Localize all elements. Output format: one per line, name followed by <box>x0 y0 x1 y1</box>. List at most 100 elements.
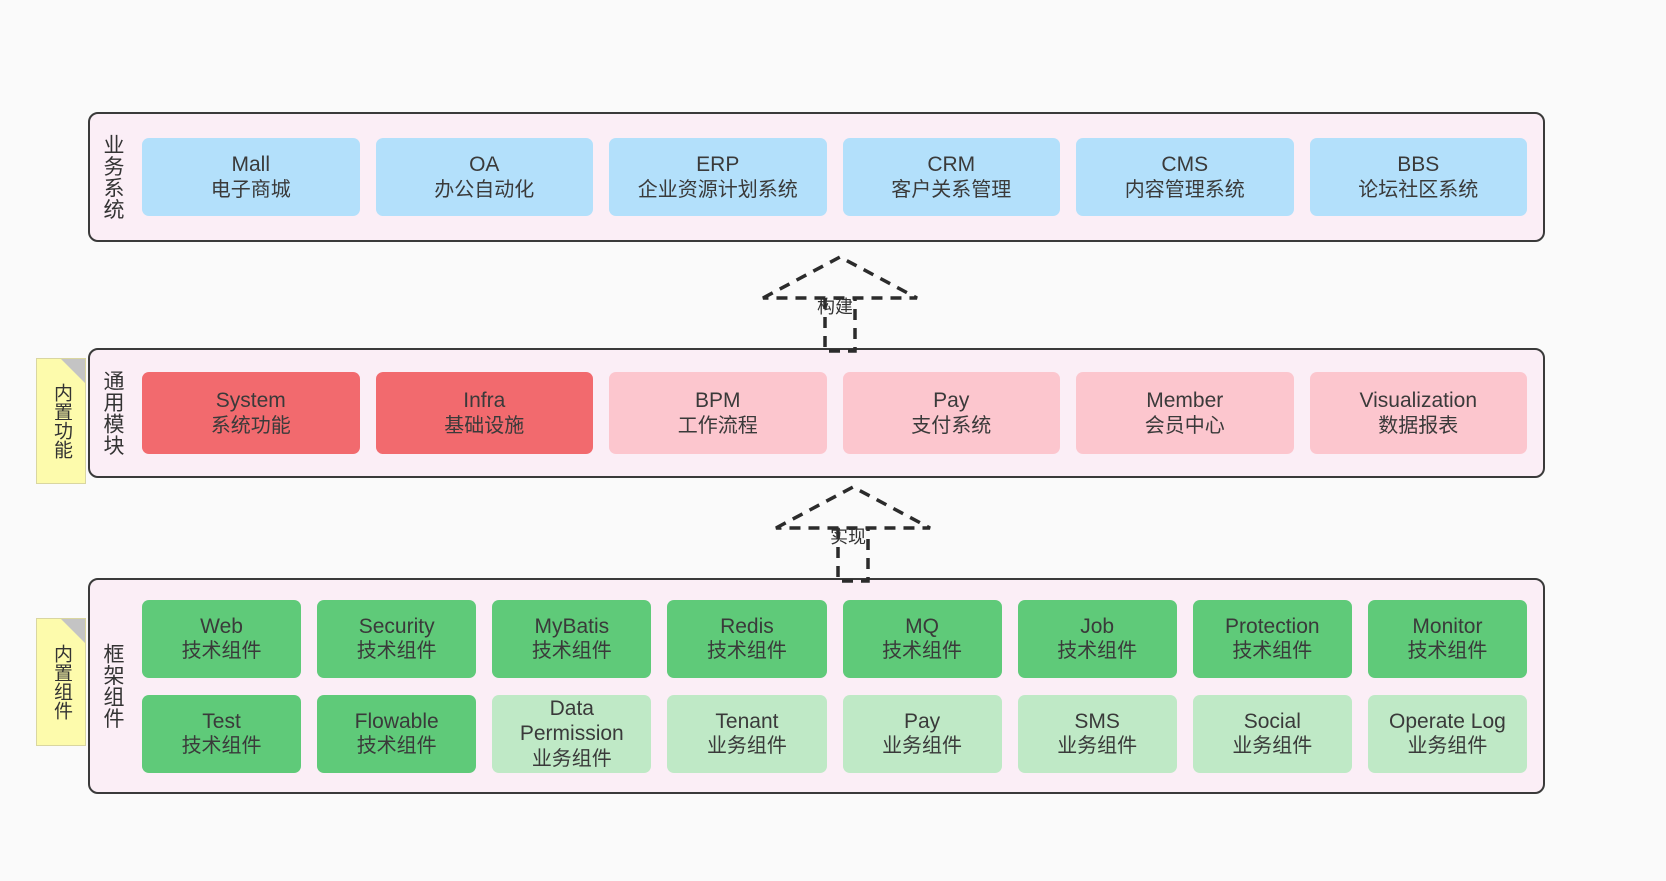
layer-modules-body: System 系统功能 Infra 基础设施 BPM 工作流程 Pay 支付系统… <box>134 350 1543 476</box>
card-title: Visualization <box>1359 389 1478 412</box>
card-data-permission[interactable]: Data Permission 业务组件 <box>492 694 652 773</box>
card-subtitle: 技术组件 <box>882 640 963 663</box>
card-visualization[interactable]: Visualization 数据报表 <box>1309 372 1527 454</box>
card-bpm[interactable]: BPM 工作流程 <box>609 372 827 454</box>
card-tenant[interactable]: Tenant 业务组件 <box>667 694 827 773</box>
card-subtitle: 数据报表 <box>1378 414 1459 437</box>
arrow-build-label: 构建 <box>817 297 853 317</box>
card-pay-component[interactable]: Pay 业务组件 <box>842 694 1002 773</box>
card-subtitle: 支付系统 <box>911 414 992 437</box>
card-social[interactable]: Social 业务组件 <box>1192 694 1352 773</box>
card-subtitle: 基础设施 <box>444 414 525 437</box>
card-title: Pay <box>933 389 970 412</box>
layer-framework-title: 框架组件 <box>100 643 124 729</box>
card-erp[interactable]: ERP 企业资源计划系统 <box>609 138 827 216</box>
card-title: Security <box>358 614 435 638</box>
card-title: Redis <box>720 614 774 638</box>
card-title: SMS <box>1074 709 1120 733</box>
card-title: Flowable <box>354 709 439 733</box>
card-protection[interactable]: Protection 技术组件 <box>1192 599 1352 678</box>
card-subtitle: 客户关系管理 <box>891 178 1012 201</box>
card-subtitle: 业务组件 <box>1232 735 1313 758</box>
card-subtitle: 业务组件 <box>706 735 787 758</box>
card-sms[interactable]: SMS 业务组件 <box>1017 694 1177 773</box>
sticky-note-builtin-components: 内置组件 <box>36 618 86 746</box>
card-title: Mall <box>231 153 270 176</box>
card-subtitle: 技术组件 <box>181 640 262 663</box>
card-test[interactable]: Test 技术组件 <box>142 694 302 773</box>
card-subtitle: 技术组件 <box>706 640 787 663</box>
card-mybatis[interactable]: MyBatis 技术组件 <box>492 599 652 678</box>
card-subtitle: 技术组件 <box>1407 640 1488 663</box>
business-card-row: Mall 电子商城 OA 办公自动化 ERP 企业资源计划系统 CRM 客户关系… <box>142 138 1527 216</box>
card-member[interactable]: Member 会员中心 <box>1076 372 1294 454</box>
card-subtitle: 论坛社区系统 <box>1358 178 1479 201</box>
card-mall[interactable]: Mall 电子商城 <box>142 138 360 216</box>
card-title: Data Permission <box>519 696 624 746</box>
card-mq[interactable]: MQ 技术组件 <box>842 599 1002 678</box>
card-title: BPM <box>694 389 741 412</box>
card-bbs[interactable]: BBS 论坛社区系统 <box>1309 138 1527 216</box>
card-crm[interactable]: CRM 客户关系管理 <box>842 138 1060 216</box>
card-title: MyBatis <box>534 614 610 638</box>
card-title: Monitor <box>1412 614 1483 638</box>
framework-business-row: Test 技术组件 Flowable 技术组件 Data Permission … <box>142 694 1527 773</box>
card-title: Operate Log <box>1389 709 1506 733</box>
card-subtitle: 技术组件 <box>181 735 262 758</box>
layer-business-body: Mall 电子商城 OA 办公自动化 ERP 企业资源计划系统 CRM 客户关系… <box>134 114 1543 240</box>
card-subtitle: 业务组件 <box>1057 735 1138 758</box>
card-web[interactable]: Web 技术组件 <box>142 599 302 678</box>
card-redis[interactable]: Redis 技术组件 <box>667 599 827 678</box>
card-title: Social <box>1243 709 1301 733</box>
card-subtitle: 办公自动化 <box>434 178 535 201</box>
layer-business-system: 业务系统 Mall 电子商城 OA 办公自动化 ERP 企业资源计划系统 CRM… <box>88 112 1545 242</box>
framework-tech-row: Web 技术组件 Security 技术组件 MyBatis 技术组件 Redi… <box>142 599 1527 678</box>
card-subtitle: 业务组件 <box>882 735 963 758</box>
card-title: Protection <box>1225 614 1320 638</box>
card-subtitle: 电子商城 <box>210 178 291 201</box>
card-system[interactable]: System 系统功能 <box>142 372 360 454</box>
card-subtitle: 工作流程 <box>677 414 758 437</box>
sticky-fold-corner-icon <box>61 359 85 383</box>
card-title: ERP <box>696 153 740 176</box>
card-job[interactable]: Job 技术组件 <box>1017 599 1177 678</box>
card-title: System <box>215 389 286 412</box>
card-oa[interactable]: OA 办公自动化 <box>375 138 593 216</box>
layer-common-modules: 通用模块 System 系统功能 Infra 基础设施 BPM 工作流程 Pay… <box>88 348 1545 478</box>
arrow-realize-label: 实现 <box>830 527 866 547</box>
card-subtitle: 技术组件 <box>356 735 437 758</box>
card-title: Job <box>1080 614 1115 638</box>
card-title: Web <box>200 614 243 638</box>
card-subtitle: 会员中心 <box>1144 414 1225 437</box>
layer-business-title: 业务系统 <box>100 134 124 220</box>
card-security[interactable]: Security 技术组件 <box>317 599 477 678</box>
arrow-build: 构建 <box>755 253 925 353</box>
sticky-note-builtin-features: 内置功能 <box>36 358 86 484</box>
card-title: CRM <box>927 153 976 176</box>
card-subtitle: 技术组件 <box>356 640 437 663</box>
card-infra[interactable]: Infra 基础设施 <box>375 372 593 454</box>
card-title: Member <box>1146 389 1224 412</box>
card-title: CMS <box>1161 153 1209 176</box>
sticky-fold-corner-icon <box>61 619 85 643</box>
card-flowable[interactable]: Flowable 技术组件 <box>317 694 477 773</box>
arrow-realize: 实现 <box>768 483 938 583</box>
card-subtitle: 业务组件 <box>1407 735 1488 758</box>
card-subtitle: 技术组件 <box>1232 640 1313 663</box>
card-title: Infra <box>463 389 506 412</box>
card-subtitle: 内容管理系统 <box>1124 178 1245 201</box>
card-title: BBS <box>1397 153 1440 176</box>
card-title: Pay <box>903 709 941 733</box>
card-operate-log[interactable]: Operate Log 业务组件 <box>1367 694 1527 773</box>
card-subtitle: 企业资源计划系统 <box>637 178 798 201</box>
card-subtitle: 业务组件 <box>531 747 612 770</box>
card-title: MQ <box>905 614 939 638</box>
card-cms[interactable]: CMS 内容管理系统 <box>1076 138 1294 216</box>
card-subtitle: 系统功能 <box>210 414 291 437</box>
card-subtitle: 技术组件 <box>1057 640 1138 663</box>
card-pay[interactable]: Pay 支付系统 <box>842 372 1060 454</box>
card-title: Test <box>202 709 241 733</box>
card-title: OA <box>469 153 500 176</box>
card-monitor[interactable]: Monitor 技术组件 <box>1367 599 1527 678</box>
